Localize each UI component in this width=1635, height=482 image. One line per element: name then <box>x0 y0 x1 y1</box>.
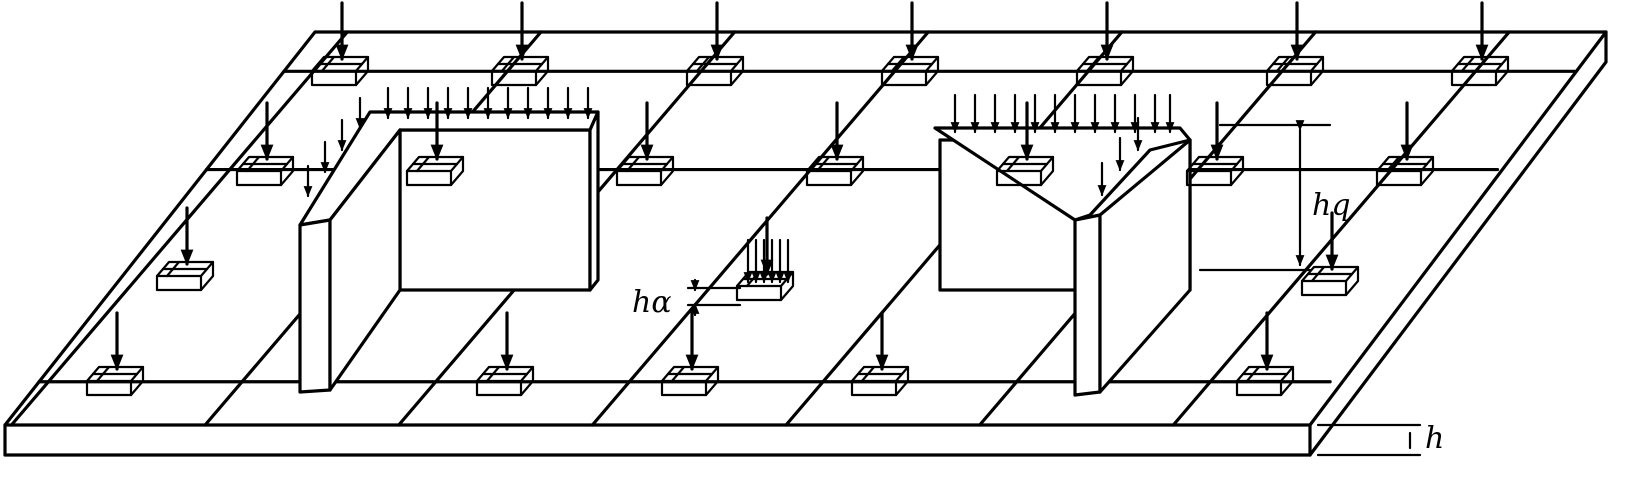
grid-line-cross-7 <box>1171 30 1511 427</box>
column-pad <box>1075 55 1135 87</box>
wall-height-dimension: hq <box>1198 120 1351 272</box>
column-pad <box>685 55 745 87</box>
slab-right-edge <box>1308 30 1608 457</box>
column-loads <box>110 1 1489 371</box>
pad-height-dimension: hɑ <box>632 278 742 320</box>
column-pad <box>1235 365 1295 397</box>
column-pad <box>405 155 465 187</box>
column-pad <box>1300 265 1360 297</box>
column-pad <box>310 55 370 87</box>
left-core-side-face <box>328 128 402 392</box>
column-pad <box>1375 155 1435 187</box>
slab-top-face <box>3 30 1608 427</box>
column-pads <box>85 55 1510 397</box>
shear-walls <box>298 110 1192 397</box>
column-pad <box>805 155 865 187</box>
thickness-dimension: h <box>1316 421 1444 457</box>
column-pad <box>1185 155 1245 187</box>
column-pad <box>490 55 550 87</box>
right-core-column-face <box>1073 213 1102 397</box>
grid-line-cross-1 <box>9 30 349 427</box>
right-core-side-face <box>1098 138 1192 394</box>
left-core-back-face <box>398 128 592 292</box>
column-pad <box>1450 55 1510 87</box>
left-core-column-face <box>298 218 332 394</box>
column-pad <box>615 155 675 187</box>
pad-height-label: hɑ <box>632 285 672 320</box>
column-pad <box>880 55 940 87</box>
column-pad <box>85 365 145 397</box>
slab-plate <box>3 30 1608 457</box>
column-pad <box>155 260 215 292</box>
left-core-end-face <box>588 110 600 292</box>
column-pad <box>1265 55 1325 87</box>
column-pad <box>850 365 910 397</box>
column-grid <box>9 30 1577 427</box>
column-pad <box>475 365 535 397</box>
slab-thickness-label: h <box>1425 421 1444 456</box>
column-pad <box>235 155 295 187</box>
column-pad <box>660 365 720 397</box>
grid-line-cross-4 <box>590 30 930 427</box>
wall-height-label: hq <box>1312 188 1351 223</box>
slab-front-edge <box>3 423 1312 457</box>
column-pad <box>995 155 1055 187</box>
